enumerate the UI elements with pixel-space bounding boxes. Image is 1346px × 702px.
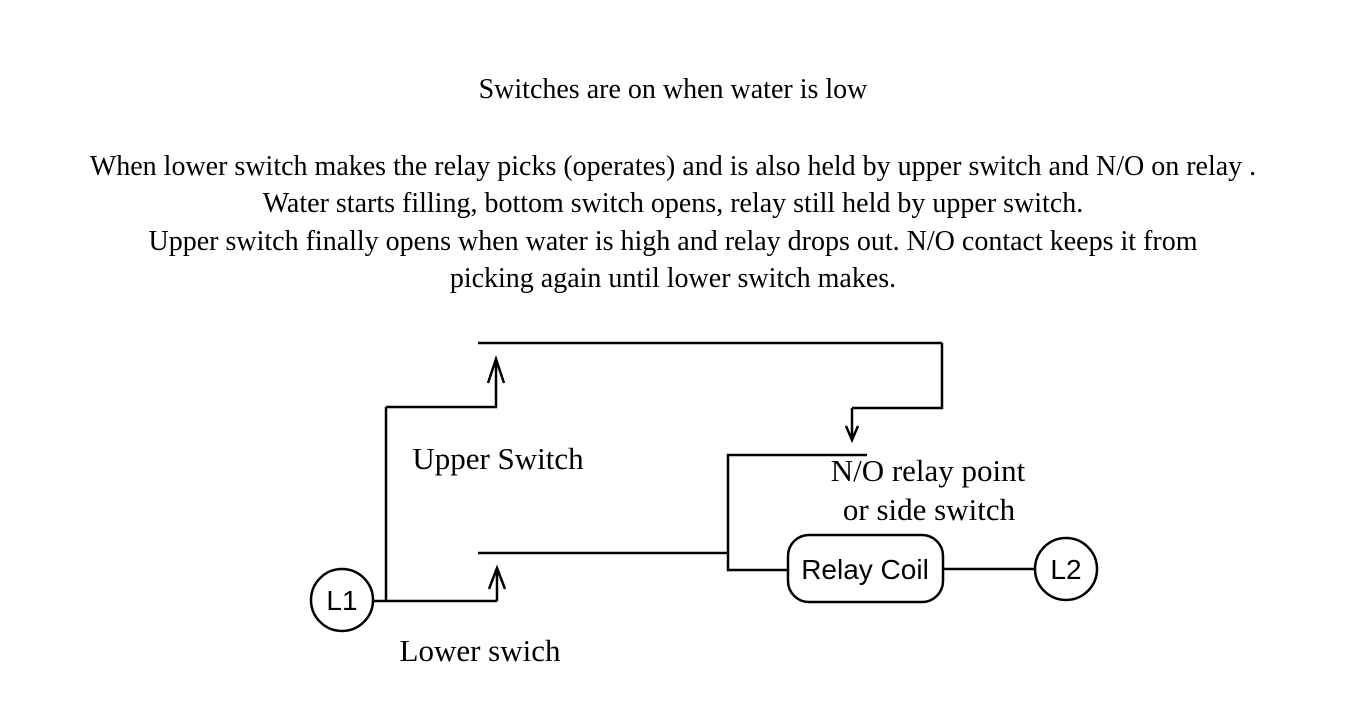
l2-terminal-circle [1033, 536, 1099, 602]
description-line: When lower switch makes the relay picks … [89, 151, 1257, 182]
upper-switch-arrowhead-icon [486, 355, 506, 384]
no-relay-point-label-line2: or side switch [842, 492, 1016, 527]
page-title: Switches are on when water is low [478, 74, 868, 105]
lower-switch-label: Lower swich [399, 633, 561, 668]
description-line: Water starts filling, bottom switch open… [262, 188, 1084, 220]
l1-terminal-label: L1 [326, 585, 358, 616]
upper-switch-label: Upper Switch [412, 441, 584, 476]
relay-coil-label: Relay Coil [801, 554, 929, 585]
description-block: When lower switch makes the relay picks … [0, 148, 1346, 298]
relay-coil-box [786, 533, 945, 604]
description-line: picking again until lower switch makes. [449, 263, 897, 295]
l1-terminal-circle [309, 567, 375, 633]
no-arm-arrowhead-icon [844, 425, 860, 444]
right-drop-wire [852, 343, 944, 410]
lower-switch-arrowhead-icon [487, 564, 507, 590]
description-line: Upper switch finally opens when water is… [148, 225, 1198, 257]
l2-terminal-label: L2 [1050, 554, 1082, 585]
no-branch-wire [726, 453, 867, 572]
no-relay-point-label-line1: N/O relay point [830, 453, 1026, 488]
